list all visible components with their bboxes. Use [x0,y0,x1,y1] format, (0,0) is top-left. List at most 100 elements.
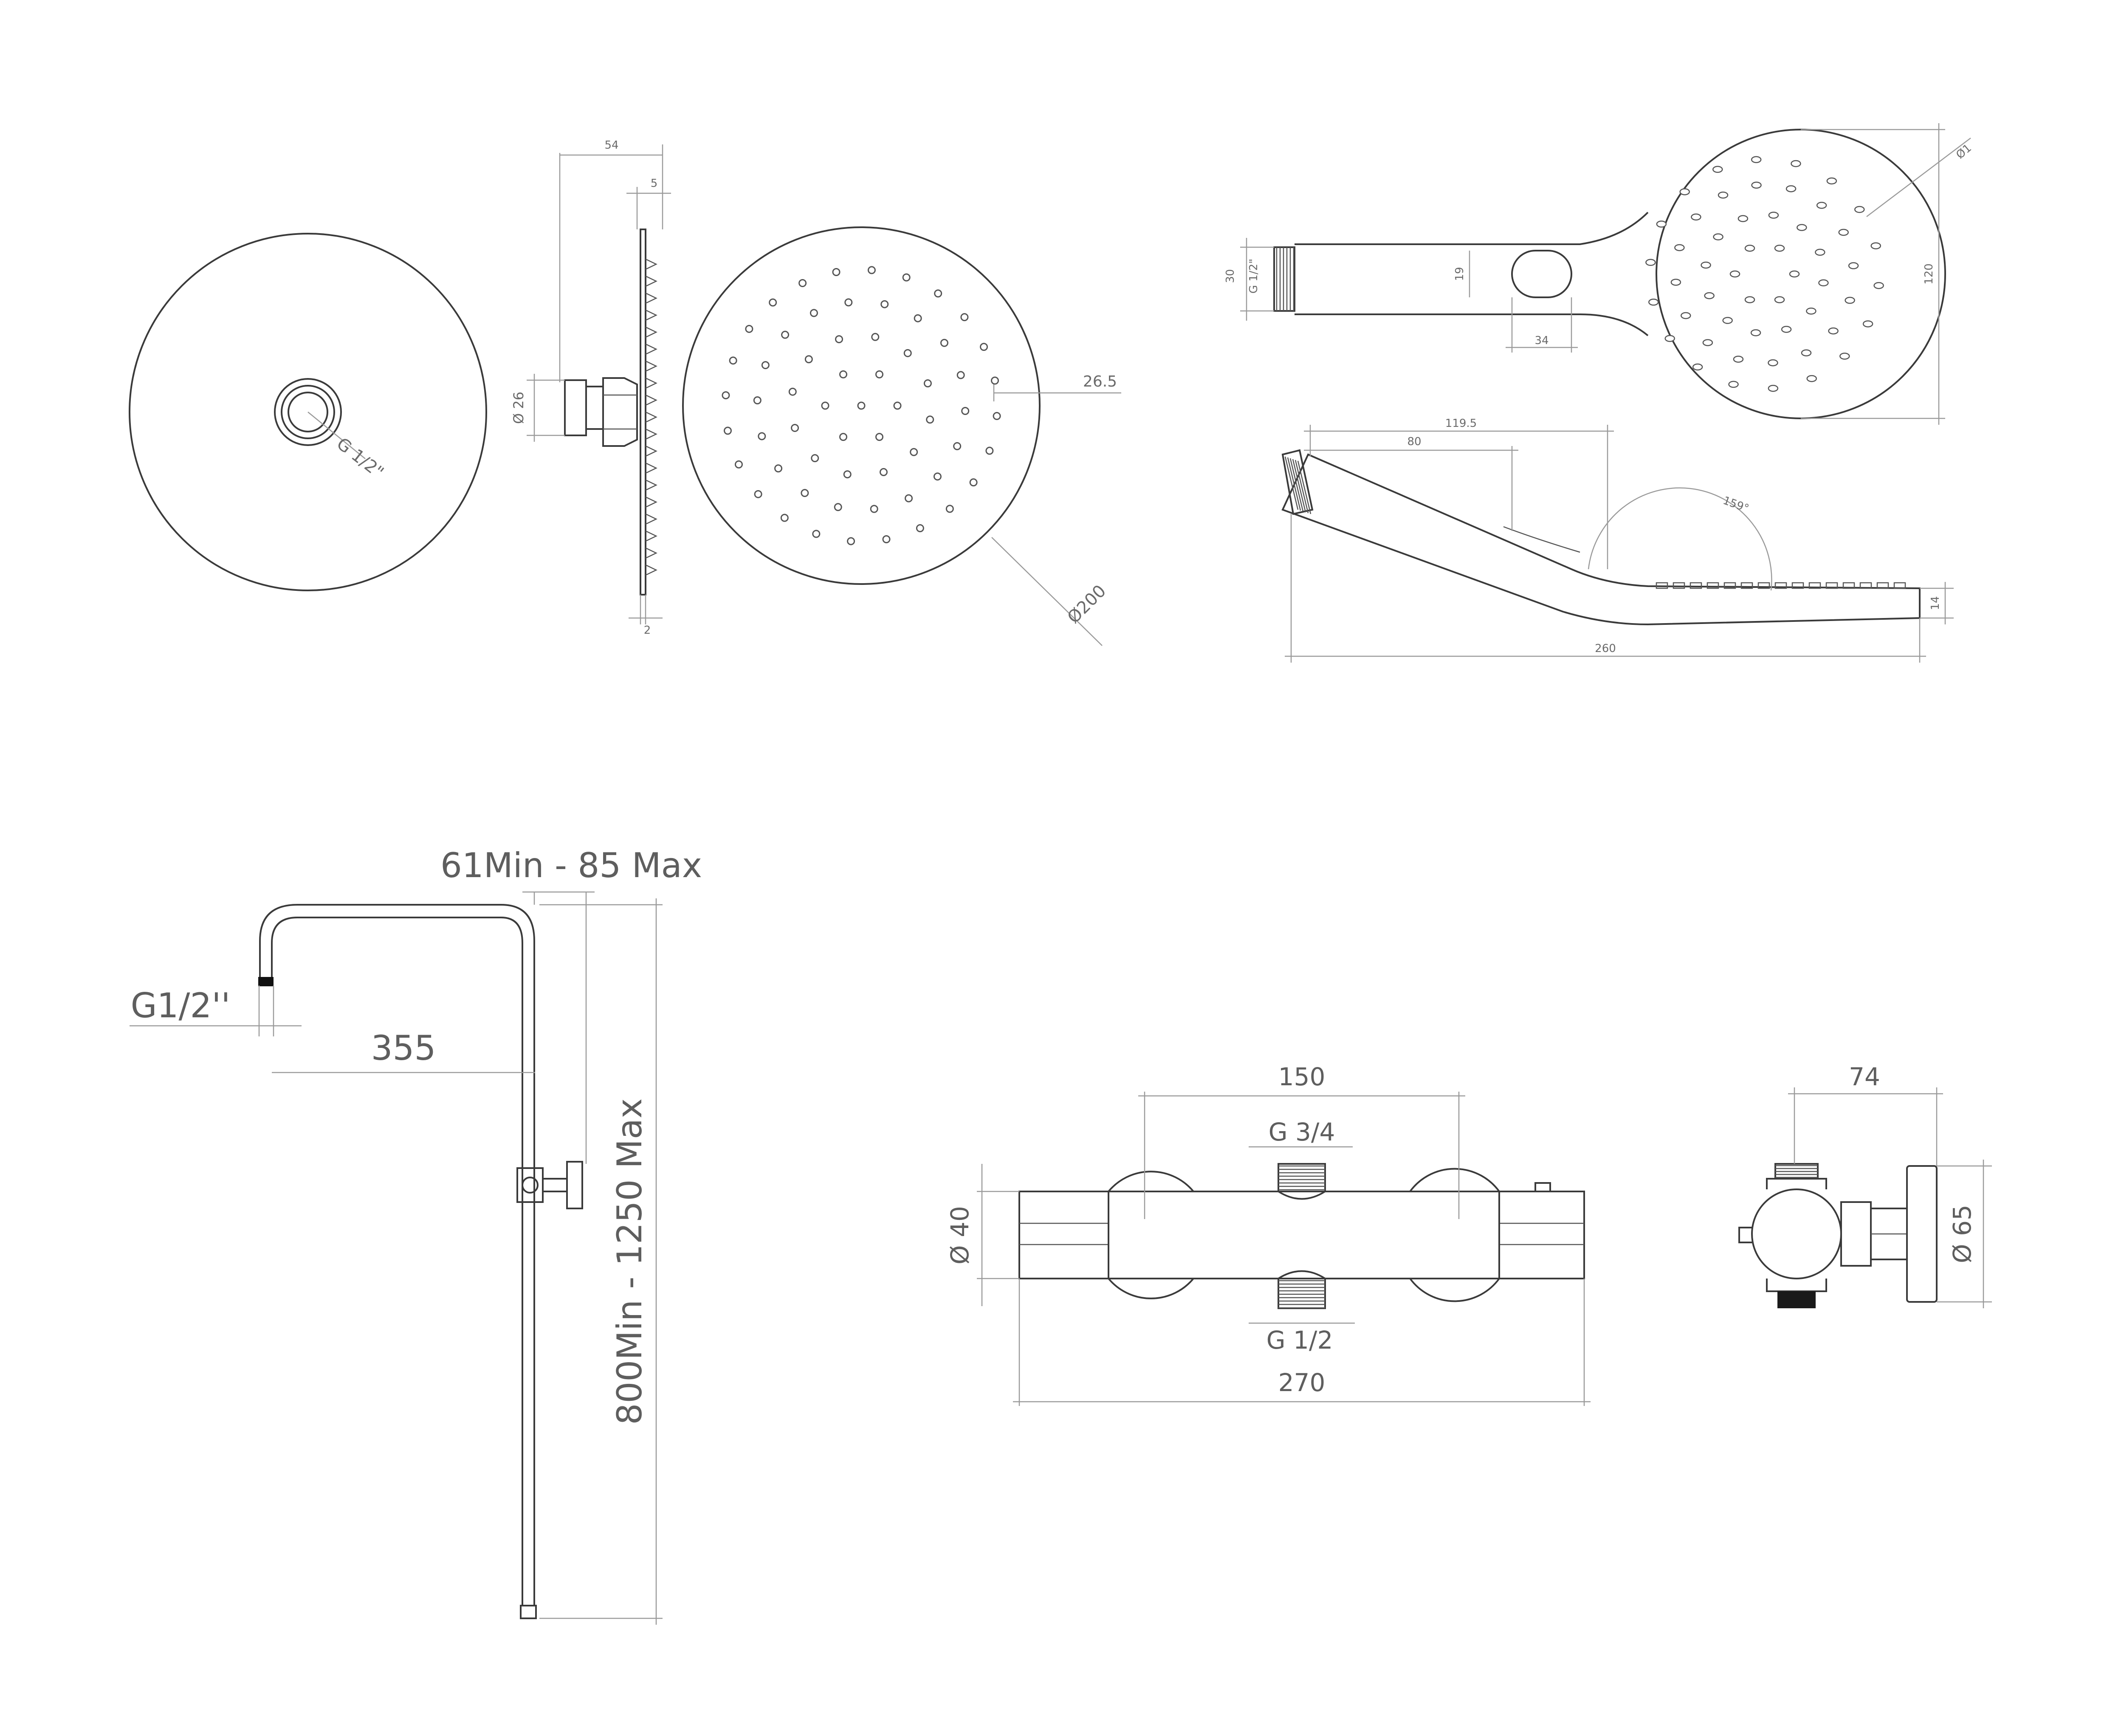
top-stud [1534,1182,1551,1192]
hand-nozzle-dot [1744,245,1755,252]
dim-d40-label: Ø 40 [945,1206,974,1265]
hand-nozzle-dot [1751,181,1762,189]
face-tooth [1706,582,1719,589]
face-tooth [1673,582,1685,589]
thread-connector [1273,246,1295,312]
outlet-threads [1278,1165,1325,1191]
hand-nozzle-dot [1854,206,1865,213]
nozzle-dot [956,371,965,379]
nozzle-dot [871,333,880,341]
hand-shower-side-view: 159° 119.5 80 14 260 [1281,417,1954,663]
nozzle-dot [810,309,818,317]
face-tooth [1791,582,1804,589]
face-tooth [1842,582,1855,589]
dim-d26-label: Ø 26 [511,392,527,424]
hand-nozzle-dot [1733,356,1744,363]
nozzle-dot [839,370,847,378]
nozzle-dot [879,468,888,476]
nozzle-tooth [645,445,657,457]
outlet-curve [1278,1191,1326,1200]
rail-end-cap [520,1605,537,1619]
wall-flange [1906,1165,1938,1303]
dim-14-label: 14 [1929,596,1942,610]
nozzle-tooth [645,258,657,270]
hand-nozzle-dot [1806,375,1817,382]
handle-bottom-edge [1295,313,1649,336]
nozzle-dot [835,335,843,344]
nozzle-dot [839,433,847,441]
face-tooth [1808,582,1821,589]
dim-d200-label: Ø200 [1064,581,1110,627]
nozzle-dot [723,426,732,435]
hand-nozzle-dot [1664,335,1675,342]
nozzle-dot [960,313,969,322]
hand-nozzle-dot [1713,233,1723,240]
dim-30-label: 30 [1224,269,1237,283]
hand-nozzle-dot [1791,160,1801,167]
hand-nozzle-dot [1718,192,1729,199]
nozzle-dot [934,289,942,298]
nozzle-dot [729,356,737,365]
dim-d1-label: Ø1 [1954,142,1974,162]
nozzle-dot [801,489,809,497]
top-outlet [1278,1163,1326,1200]
hand-nozzle-dot [1670,279,1681,286]
face-tooth [1859,582,1872,589]
hand-nozzle-dot [1873,282,1884,289]
slider-knob [522,1177,539,1194]
hand-nozzle-dot [1702,339,1713,346]
dim-74-label: 74 [1849,1062,1880,1091]
bottom-inlet-stub [1766,1279,1827,1292]
hand-nozzle-dot [1648,299,1659,306]
side-top-threads [1775,1165,1818,1178]
hand-nozzle-dot [1797,224,1807,231]
overhead-shower-front-view: 26.5 Ø200 [682,226,1121,646]
right-flange-bottom [1409,1278,1500,1302]
nozzle-dot [953,442,962,450]
nozzle-tooth [645,496,657,508]
hand-shower-profile [1281,453,1921,626]
hand-nozzle-dot [1815,248,1825,256]
nozzle-dot [880,300,889,308]
hand-nozzle-dot [1774,296,1785,303]
hand-nozzle-dot [1768,359,1778,367]
inlet-curve [1278,1270,1326,1279]
nozzle-tooth [645,462,657,474]
nozzle-tooth [645,564,657,576]
hand-nozzle-dot [1692,363,1703,371]
top-outlet-stub [1766,1178,1827,1189]
face-tooth [1825,582,1838,589]
nozzle-dot [903,349,912,357]
hand-nozzle-dot [1751,156,1762,163]
slider-arm [543,1178,568,1192]
hand-shower-head-outline [1656,129,1946,419]
hand-nozzle-dot [1704,292,1715,299]
thread-label: G 1/2" [333,434,387,483]
face-tooth [1690,582,1702,589]
nozzle-dot [980,343,988,351]
nozzle-dot [804,355,813,364]
face-tooth [1876,582,1889,589]
dim-260-label: 260 [1595,642,1616,655]
button-slot [1511,250,1572,298]
ball-joint [602,377,638,447]
side-stub [1738,1227,1752,1243]
hand-nozzle-dot [1656,220,1667,228]
left-flange-bottom [1108,1278,1194,1299]
nozzle-dot [844,298,853,307]
hand-nozzle-dot [1806,308,1816,315]
hand-nozzle-dot [1674,244,1685,251]
shower-plate-profile [640,229,646,596]
nozzle-tooth [645,343,657,355]
nozzle-dot [745,325,753,333]
rail-inner [259,904,535,1606]
profile-inner-line [1503,526,1580,553]
thread-line [1284,456,1299,510]
nozzle-dot [945,505,954,513]
nozzle-dot [857,401,866,410]
overhead-shower-back-view: G 1/2" [129,233,487,591]
nozzle-dot [926,415,934,424]
nozzle-dot [993,412,1001,420]
nozzle-pattern [722,266,1001,545]
nozzle-tooth [645,530,657,542]
